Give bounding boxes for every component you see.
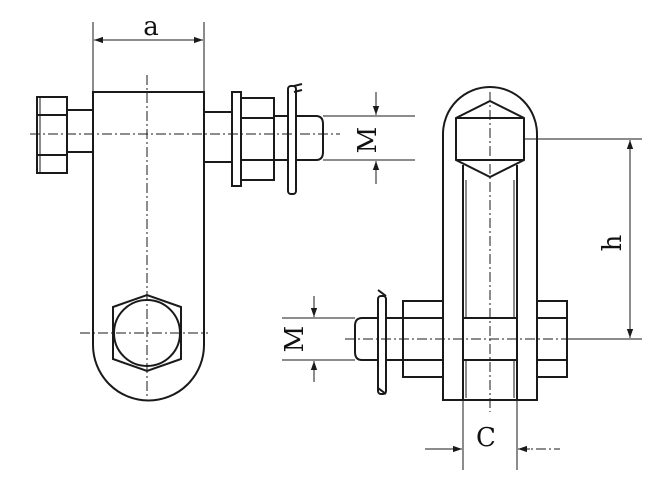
label-c: C <box>476 423 496 453</box>
dimension-a: a <box>92 12 205 92</box>
washer <box>231 91 242 187</box>
hex-nut <box>240 97 275 181</box>
dimension-h: h <box>525 138 642 340</box>
label-m-left: M <box>353 127 383 154</box>
top-hex-head <box>455 99 525 179</box>
bolt-shank-right <box>203 111 235 163</box>
right-view: h M C <box>280 86 642 470</box>
label-a: a <box>143 12 159 42</box>
dimension-c: C <box>425 400 560 470</box>
dimension-m-left: M <box>323 92 415 184</box>
label-m-right: M <box>280 326 310 353</box>
bolt-shank-left <box>64 109 94 153</box>
cotter-pin <box>287 83 303 195</box>
label-h: h <box>598 234 628 251</box>
right-cotter-pin <box>377 289 387 395</box>
bolt-tip <box>273 115 324 161</box>
dimension-m-right: M <box>280 296 355 382</box>
left-view: a <box>30 12 415 402</box>
hex-bolt-head <box>36 96 68 174</box>
